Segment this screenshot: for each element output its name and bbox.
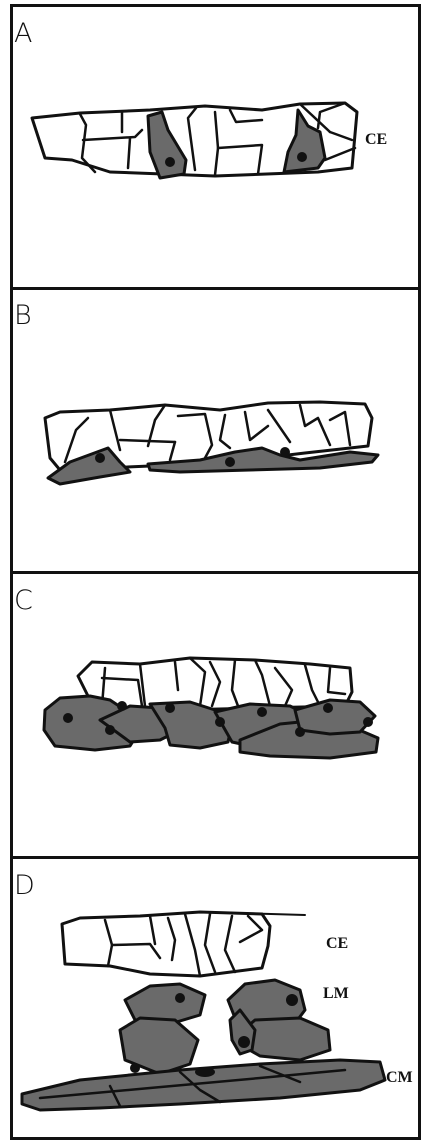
nucleus	[286, 994, 298, 1006]
nucleus	[63, 713, 73, 723]
panel-d-label-lm: LM	[323, 986, 349, 1002]
shaded-cell	[295, 700, 375, 734]
nucleus	[323, 703, 333, 713]
nucleus	[225, 457, 235, 467]
nucleus	[297, 152, 307, 162]
nucleus	[280, 447, 290, 457]
nucleus	[175, 993, 185, 1003]
nucleus	[130, 1063, 140, 1073]
nucleus	[165, 157, 175, 167]
panel-a-epithelium	[32, 103, 357, 178]
panel-c-letter: C	[14, 587, 33, 614]
nucleus	[238, 1036, 250, 1048]
panel-c-epithelium	[44, 658, 378, 758]
nucleus	[257, 707, 267, 717]
nucleus	[105, 725, 115, 735]
nucleus	[195, 1067, 215, 1077]
panel-b-letter: B	[14, 302, 32, 329]
nucleus	[117, 701, 127, 711]
panel-d-label-cm: CM	[386, 1070, 413, 1086]
panel-d-label-ce: CE	[326, 936, 348, 952]
panel-a-letter: A	[14, 20, 32, 47]
nucleus	[95, 453, 105, 463]
nucleus	[215, 717, 225, 727]
nucleus	[363, 717, 373, 727]
panel-d-letter: D	[14, 872, 35, 899]
nucleus	[295, 727, 305, 737]
panel-a-label-ce: CE	[365, 132, 387, 148]
panel-b-epithelium	[45, 402, 378, 484]
nucleus	[165, 703, 175, 713]
